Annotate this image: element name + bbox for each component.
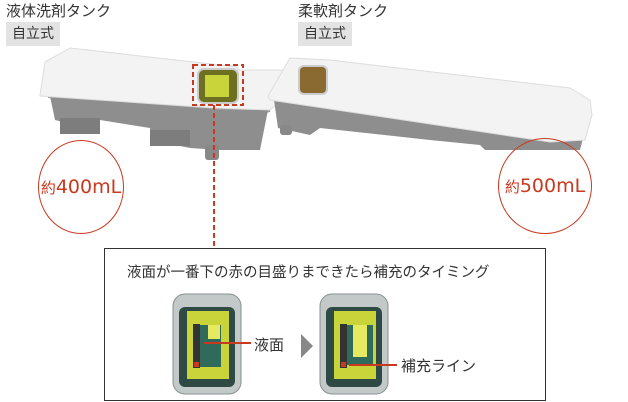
detergent-tank-title: 液体洗剤タンク [6, 2, 112, 20]
softener-tank-badge: 自立式 [298, 22, 352, 46]
detergent-tank-image [39, 47, 293, 160]
softener-tank-title: 柔軟剤タンク [298, 2, 389, 20]
window-current-level [172, 293, 251, 395]
arrow-right-icon [301, 334, 313, 358]
liquid-level-label: 液面 [254, 336, 285, 354]
refill-info-title: 液面が一番下の赤の目盛りまできたら補充のタイミング [127, 265, 490, 281]
tanks-illustration [39, 47, 593, 248]
window-refill-line [319, 293, 397, 395]
level-windows [172, 293, 397, 395]
softener-tank-image [267, 57, 593, 150]
window-highlight [192, 64, 244, 106]
refill-info-box: 液面が一番下の赤の目盛りまできたら補充のタイミング 液面 補充ライン [104, 248, 546, 401]
capacity-prefix: 約 [504, 177, 520, 196]
refill-line-label: 補充ライン [401, 357, 477, 375]
detergent-tank-badge: 自立式 [6, 22, 60, 46]
capacity-prefix: 約 [40, 178, 56, 197]
capacity-value: 500mL [519, 175, 586, 197]
capacity-value: 400mL [55, 176, 122, 198]
